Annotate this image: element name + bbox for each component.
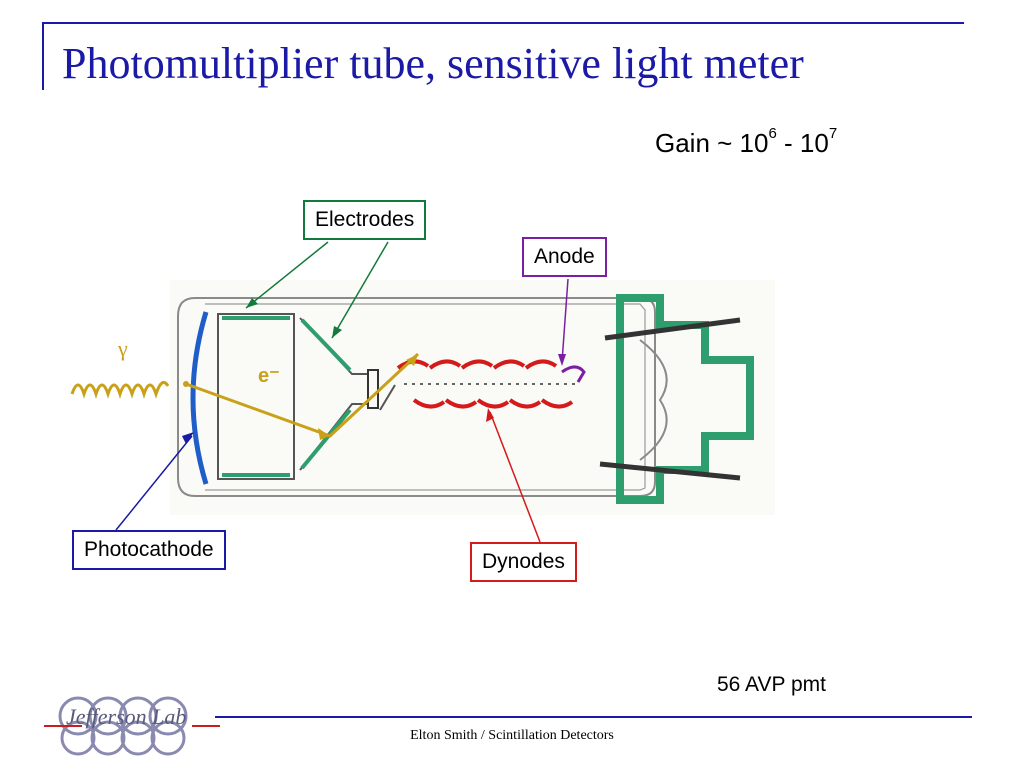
electrodes-arrowhead-2 [332,326,342,338]
dynode [492,359,526,370]
dynode [444,398,478,409]
support-wire [379,384,396,411]
electrodes-arrow-2 [331,241,389,339]
dynode [428,359,462,370]
funnel-upper [300,318,352,372]
electrodes-arrow-1 [245,241,329,309]
gain-mid: - 10 [776,128,829,158]
electrodes-label: Electrodes [303,200,427,240]
trajectory-arrowhead-2 [406,354,418,366]
tube-base [616,294,754,504]
photon-wave [70,380,170,399]
dynode [540,398,574,409]
dynodes-arrow [489,411,541,543]
electron-symbol: e⁻ [258,365,280,387]
gamma-symbol: γ [117,336,128,361]
dynode [508,398,542,409]
dynode [460,359,494,370]
dynode [524,359,558,370]
anode-arrowhead [558,354,566,366]
footer-caption: Elton Smith / Scintillation Detectors [410,728,614,743]
base-wires [639,339,668,461]
dynodes-label: Dynodes [470,542,577,582]
electrodes-arrowhead-1 [246,298,258,308]
anode-arrow [561,278,569,363]
pin-bottom [599,461,741,481]
dynode [412,398,446,409]
gain-exponent-1: 6 [768,125,777,142]
gain-exponent-2: 7 [828,125,838,142]
gain-label: Gain ~ 106 - 107 [655,125,838,159]
title-accent-horizontal [42,22,964,24]
emission-point [183,381,189,387]
logo-text: Jefferson Lab [66,704,187,729]
gain-prefix: Gain ~ 10 [655,128,769,158]
slide-title: Photomultiplier tube, sensitive light me… [62,39,804,88]
photocathode-surface [190,311,209,485]
label-arrows [115,241,569,543]
dynodes-arrowhead [486,408,494,422]
funnel-lower [300,408,352,470]
pin-top [604,317,741,341]
footer-rule [215,716,972,718]
trajectory-arrowhead-1 [318,428,330,440]
pmt-model-label: 56 AVP pmt [717,673,826,696]
grid-plate [367,369,379,409]
jefferson-lab-logo [44,696,220,756]
title-accent-vertical [42,22,44,90]
glass-inner [205,303,646,491]
photocathode-arrowhead [182,432,194,444]
dynode [476,398,510,409]
anode-element [561,365,586,383]
photocathode-arrow [115,435,193,531]
photocathode-label: Photocathode [72,530,226,570]
anode-label: Anode [522,237,607,277]
